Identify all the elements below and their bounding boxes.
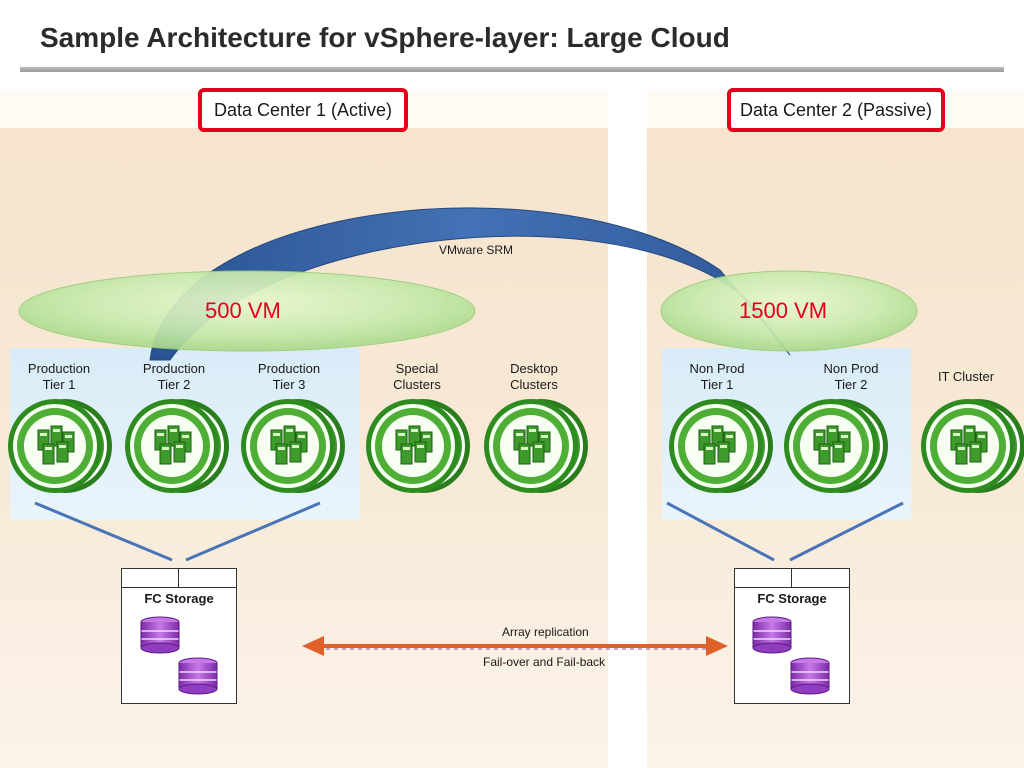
cluster-icon (365, 398, 471, 494)
replication-arrow (302, 636, 728, 656)
array-replication-label: Array replication (502, 625, 589, 639)
cluster-icon (124, 398, 230, 494)
cluster-icon (483, 398, 589, 494)
fc-storage-dc1: FC Storage (121, 568, 237, 704)
fc-storage-dc2: FC Storage (734, 568, 850, 704)
cluster-icon (920, 398, 1024, 494)
cluster-label-special-clusters: Special Clusters (393, 361, 441, 392)
cluster-icon (783, 398, 889, 494)
cluster-label-it-cluster: IT Cluster (937, 369, 995, 384)
cluster-label-production-tier-2: Production Tier 2 (142, 361, 206, 392)
page-title: Sample Architecture for vSphere-layer: L… (40, 22, 730, 53)
dc1-vm-count: 500 VM (205, 298, 281, 323)
cluster-icon (7, 398, 113, 494)
cluster-icon (240, 398, 346, 494)
dc2-vm-count: 1500 VM (739, 298, 828, 323)
storage-label: FC Storage (144, 591, 214, 606)
cluster-label-production-tier-3: Production Tier 3 (257, 361, 321, 392)
failover-label: Fail-over and Fail-back (483, 655, 606, 669)
cluster-icon (668, 398, 774, 494)
cluster-label-non-prod-tier-2: Non Prod Tier 2 (823, 361, 879, 392)
data-center-1-label: Data Center 1 (Active) (198, 88, 408, 132)
srm-label: VMware SRM (439, 243, 514, 257)
data-center-2-label: Data Center 2 (Passive) (727, 88, 945, 132)
srm-arc (149, 207, 791, 361)
cluster-label-desktop-clusters: Desktop Clusters (510, 361, 558, 392)
title-divider (20, 67, 1004, 72)
dc1-vm-ellipse (18, 270, 476, 352)
storage-label: FC Storage (757, 591, 827, 606)
cluster-label-production-tier-1: Production Tier 1 (27, 361, 91, 392)
cluster-label-non-prod-tier-1: Non Prod Tier 1 (689, 361, 745, 392)
dc2-vm-ellipse (660, 270, 918, 352)
